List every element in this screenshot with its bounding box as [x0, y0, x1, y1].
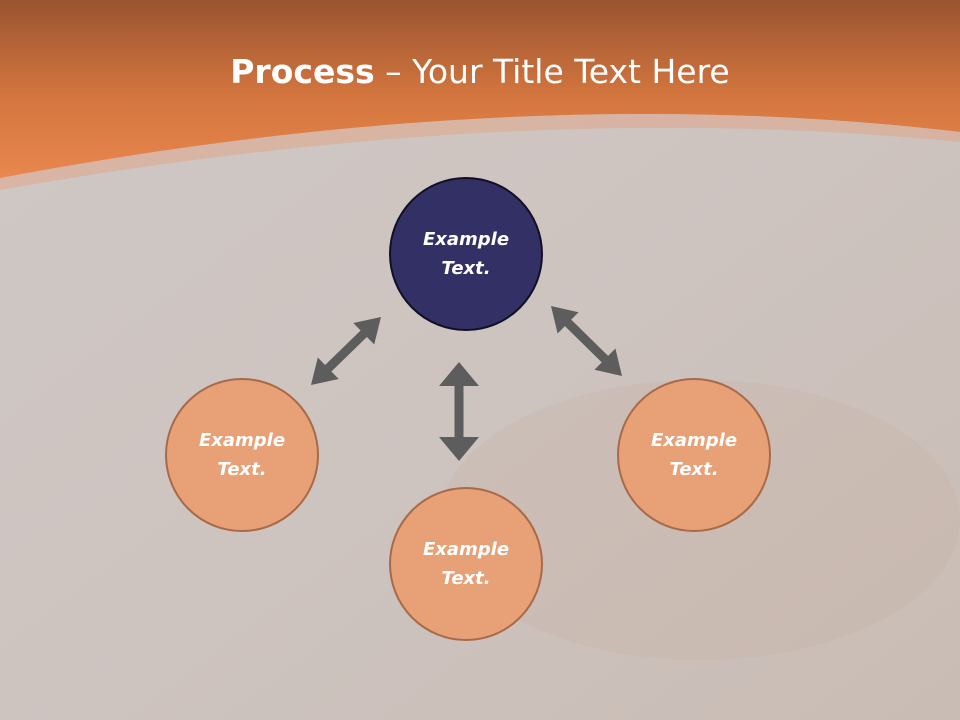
slide-title: Process – Your Title Text Here: [0, 52, 960, 91]
node-left-line2: Text.: [217, 459, 267, 480]
node-center-line2: Text.: [441, 258, 491, 279]
arrow-center-right: [551, 306, 622, 376]
header-band: [0, 0, 960, 178]
node-bottom-line2: Text.: [441, 568, 491, 589]
arrow-center-bottom: [439, 362, 479, 461]
node-center-line1: Example: [422, 229, 510, 250]
node-bottom-line1: Example: [422, 539, 510, 560]
node-left-line1: Example: [198, 430, 286, 451]
node-right-line1: Example: [650, 430, 738, 451]
title-rest: – Your Title Text Here: [374, 52, 730, 91]
header-highlight-arc: [0, 113, 960, 190]
node-right-line2: Text.: [669, 459, 719, 480]
arrow-center-left: [311, 317, 381, 385]
title-bold: Process: [230, 52, 375, 91]
